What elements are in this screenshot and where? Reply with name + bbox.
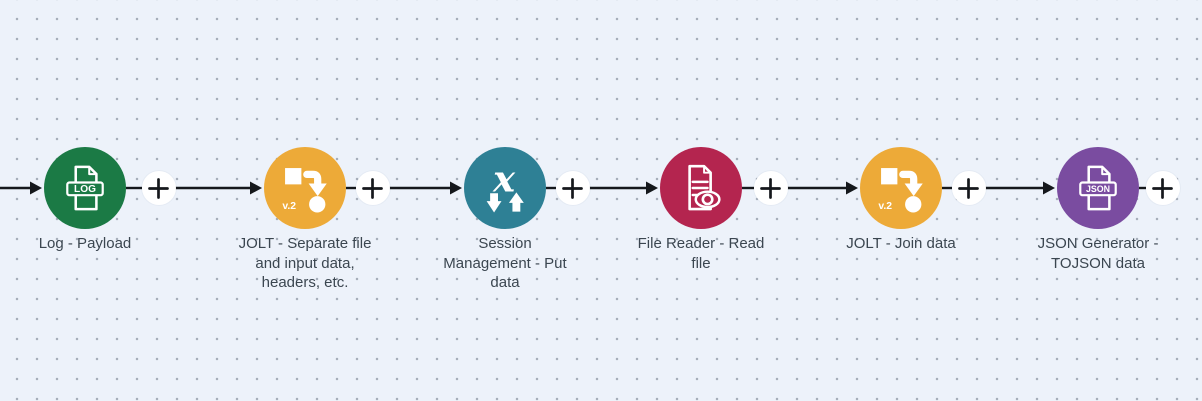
jolt-transform-icon: v.2 [282, 168, 327, 213]
snap-node-jolt-join: v.2 JOLT - Join data [846, 147, 956, 252]
version-badge: v.2 [282, 201, 296, 212]
snap-node-label: File Reader - Read file [637, 235, 765, 272]
plus-icon [362, 177, 383, 199]
arrow-head [30, 181, 42, 195]
log-file-icon: LOG [66, 165, 104, 211]
snap-node-label: JSON Generator - TOJSON data [1037, 235, 1159, 272]
snap-node-file-reader: File Reader - Read file [638, 147, 764, 272]
snap-node-circle[interactable]: v.2 [860, 147, 942, 229]
snap-node-label: JOLT - Separate file and input data, hea… [238, 235, 372, 291]
add-snap-button[interactable] [753, 171, 788, 205]
snap-node-label: JOLT - Join data [846, 235, 956, 252]
arrow-head [846, 181, 858, 195]
snap-node-circle[interactable]: x [464, 147, 546, 229]
snap-node-label: Session Management - Put data [443, 235, 567, 291]
snap-node-circle[interactable] [660, 147, 742, 229]
svg-text:LOG: LOG [74, 184, 96, 195]
json-file-icon: JSON [1079, 165, 1117, 211]
plus-icon [148, 177, 169, 199]
snap-node-json-generator: JSON JSON Generator - TOJSON data [1038, 147, 1158, 272]
snap-node-circle[interactable]: v.2 [264, 147, 346, 229]
plus-icon [562, 177, 583, 199]
arrow-head [646, 181, 658, 195]
snap-node-jolt-separate: v.2 JOLT - Separate file and input data,… [239, 147, 371, 291]
snap-node-label: Log - Payload [38, 235, 132, 252]
arrow-head [450, 181, 462, 195]
arrow-head [250, 181, 262, 195]
plus-icon [958, 177, 979, 199]
snap-node-session-management: x Session Management - Put data [443, 147, 567, 291]
add-snap-button[interactable] [1145, 171, 1180, 205]
plus-icon [760, 177, 781, 199]
add-snap-button[interactable] [141, 171, 176, 205]
arrow-head [1043, 181, 1055, 195]
add-snap-button[interactable] [555, 171, 590, 205]
version-badge: v.2 [878, 201, 892, 212]
plus-icon [1152, 177, 1173, 199]
svg-text:JSON: JSON [1086, 184, 1110, 194]
add-snap-button[interactable] [951, 171, 986, 205]
snap-node-circle[interactable]: LOG [44, 147, 126, 229]
jolt-transform-icon: v.2 [878, 168, 923, 213]
file-reader-eye-icon [688, 164, 721, 211]
add-snap-button[interactable] [355, 171, 390, 205]
snap-node-circle[interactable]: JSON [1057, 147, 1139, 229]
snap-node-log-payload: LOG Log - Payload [39, 147, 131, 252]
session-exchange-icon: x [486, 160, 524, 213]
